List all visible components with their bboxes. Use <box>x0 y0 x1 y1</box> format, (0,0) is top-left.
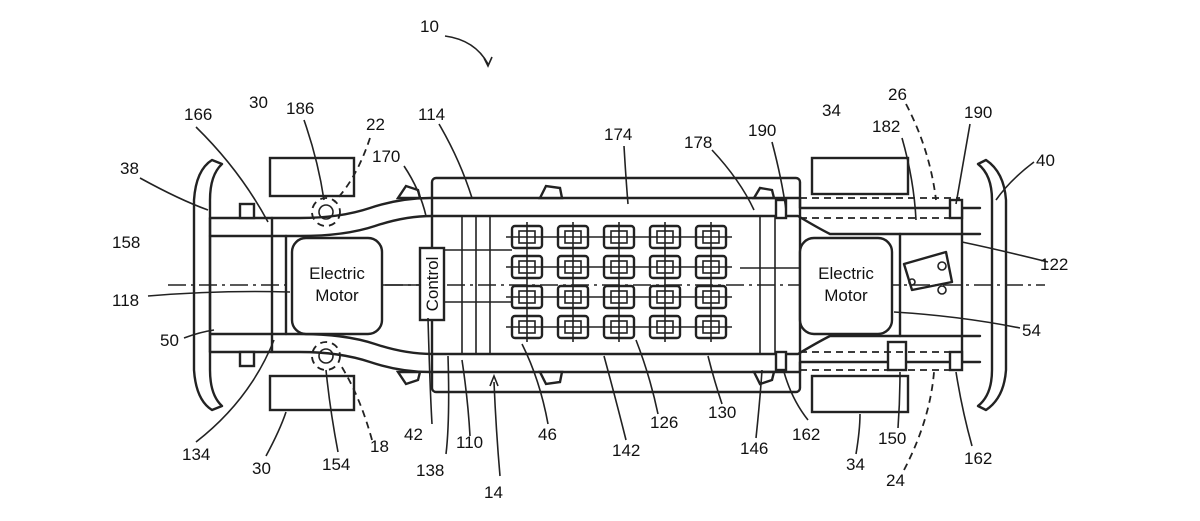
frame-rails <box>208 196 982 374</box>
ref-166: 166 <box>184 105 212 124</box>
ref-142: 142 <box>612 441 640 460</box>
wheel-front-left <box>268 156 356 198</box>
battery-cell-array <box>506 222 732 342</box>
ref-174: 174 <box>604 125 632 144</box>
control-label: Control <box>423 257 442 312</box>
leader-lines <box>139 35 1049 477</box>
ref-114: 114 <box>418 105 445 124</box>
wheel-rear-right <box>810 374 910 414</box>
ref-54: 54 <box>1022 321 1041 340</box>
ref-182: 182 <box>872 117 900 136</box>
ref-154: 154 <box>322 455 350 474</box>
ref-10: 10 <box>420 17 439 36</box>
ref-158: 158 <box>112 233 140 252</box>
ref-170: 170 <box>372 147 400 166</box>
wiring <box>380 249 800 303</box>
ref-126: 126 <box>650 413 678 432</box>
control-unit <box>418 246 446 322</box>
ref-14: 14 <box>484 483 503 502</box>
ref-46: 46 <box>538 425 557 444</box>
ref-40: 40 <box>1036 151 1055 170</box>
rear-electric-motor <box>798 236 894 336</box>
ref-122: 122 <box>1040 255 1068 274</box>
ref-118: 118 <box>112 291 139 310</box>
ref-38: 38 <box>120 159 139 178</box>
rear-motor-label-line2: Motor <box>824 286 868 305</box>
ref-134: 134 <box>182 445 210 464</box>
ref-150: 150 <box>878 429 906 448</box>
front-electric-motor <box>290 236 384 336</box>
ref-30-top: 30 <box>249 93 268 112</box>
reference-numerals: 10 30 186 22 166 114 174 170 178 190 34 … <box>112 17 1068 502</box>
ref-22: 22 <box>366 115 385 134</box>
ref-146: 146 <box>740 439 768 458</box>
ref-18: 18 <box>370 437 389 456</box>
ref-138: 138 <box>416 461 444 480</box>
ref-130: 130 <box>708 403 736 422</box>
ref-190-right: 190 <box>964 103 992 122</box>
front-bumper <box>192 158 224 412</box>
ref-162-right: 162 <box>964 449 992 468</box>
rear-motor-label-line1: Electric <box>818 264 874 283</box>
ref-34-top: 34 <box>822 101 841 120</box>
ref-26: 26 <box>888 85 907 104</box>
wheel-rear-left <box>810 156 910 196</box>
ref-178: 178 <box>684 133 712 152</box>
ref-24: 24 <box>886 471 905 490</box>
ref-190-left: 190 <box>748 121 776 140</box>
wheels <box>268 156 910 414</box>
ref-50: 50 <box>160 331 179 350</box>
front-hubs <box>311 197 341 371</box>
front-motor-label-line1: Electric <box>309 264 365 283</box>
ref-186: 186 <box>286 99 314 118</box>
ref-110: 110 <box>456 433 483 452</box>
ref-42: 42 <box>404 425 423 444</box>
ref-34-bottom: 34 <box>846 455 865 474</box>
rear-subframe-dashed <box>800 197 960 371</box>
ref-30-bottom: 30 <box>252 459 271 478</box>
front-motor-label-line2: Motor <box>315 286 359 305</box>
ref-162-left: 162 <box>792 425 820 444</box>
wheel-front-right <box>268 374 356 412</box>
